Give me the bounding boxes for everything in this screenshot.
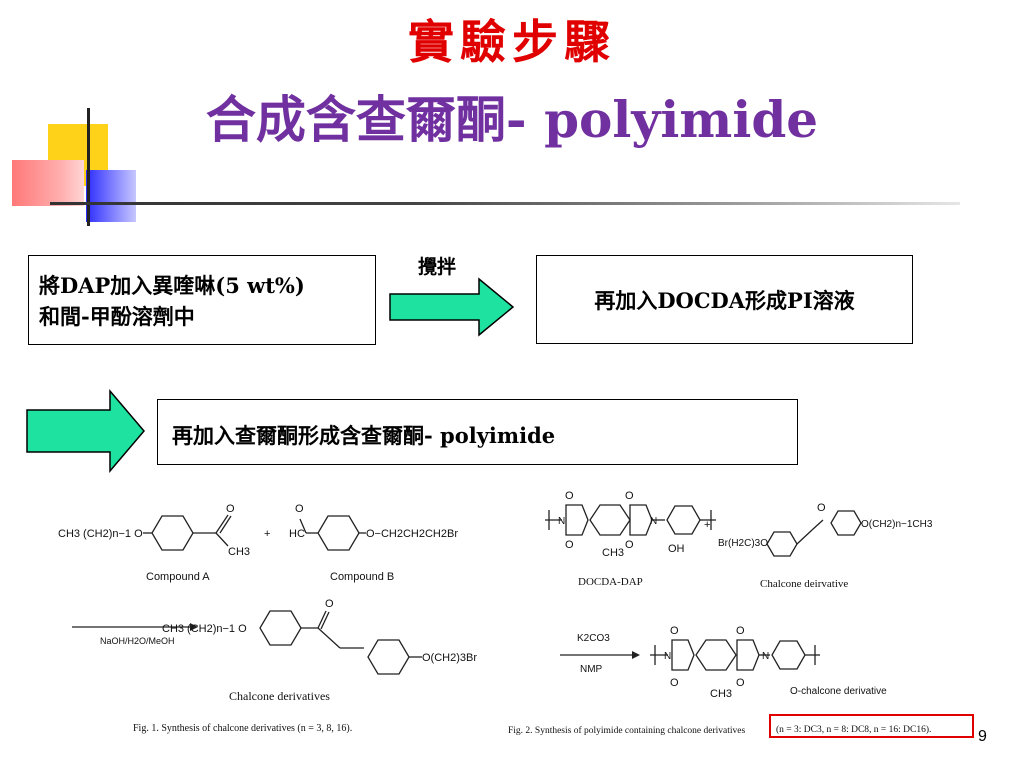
compound-b-label: Compound B xyxy=(330,571,394,583)
benzene-ring-icon-d xyxy=(367,639,410,675)
benzene-ring-icon xyxy=(151,515,194,551)
docda-o-3: O xyxy=(565,539,574,551)
step-2-text: 再加入DOCDA形成PI溶液 xyxy=(594,287,855,313)
compound-a-label: Compound A xyxy=(146,571,210,583)
step-1-line-1: 將DAP加入異喹啉(5 wt%) xyxy=(39,273,305,298)
title-underline xyxy=(50,202,960,205)
plus-sign-2: + xyxy=(704,519,710,531)
reactant-a-chain: CH3 (CH2)n−1 O xyxy=(58,528,143,540)
reagent-bottom: NMP xyxy=(580,664,603,675)
chalcone-deirvative-label: Chalcone deirvative xyxy=(760,578,848,590)
docda-n-2: N xyxy=(650,516,657,527)
step-box-3: 再加入查爾酮形成含查爾酮- polyimide xyxy=(157,399,798,465)
product-n-1: N xyxy=(664,651,671,662)
product-tail: O(CH2)3Br xyxy=(422,652,477,664)
docda-methyl: CH3 xyxy=(602,547,624,559)
product-methyl: CH3 xyxy=(710,688,732,700)
step-3-text: 再加入查爾酮形成含查爾酮- polyimide xyxy=(172,423,556,448)
logo-vertical-line xyxy=(87,108,90,226)
product-o-2: O xyxy=(736,625,745,637)
docda-o-1: O xyxy=(565,490,574,502)
product-n-2: N xyxy=(762,651,769,662)
reactant-b-aldehyde: HC xyxy=(289,528,305,540)
reactant-a-methyl: CH3 xyxy=(228,546,250,558)
benzene-ring-icon-c xyxy=(259,610,302,646)
chalcone-right: O(CH2)n−1CH3 xyxy=(861,519,933,530)
slide-title: 實驗步驟 xyxy=(408,15,616,69)
stir-label: 攪拌 xyxy=(418,256,457,278)
docda-o-2: O xyxy=(625,490,634,502)
reactant-b-chain: O−CH2CH2CH2Br xyxy=(366,528,458,540)
plus-sign-1: + xyxy=(264,528,270,540)
docda-dap-label: DOCDA-DAP xyxy=(578,576,643,588)
chalcone-carbonyl-o: O xyxy=(817,502,826,514)
docda-hydroxyl: OH xyxy=(668,543,685,555)
figure-1-caption: Fig. 1. Synthesis of chalcone derivative… xyxy=(133,723,352,734)
right-arrow-icon-2 xyxy=(26,388,145,474)
step-1-line-2: 和間-甲酚溶劑中 xyxy=(39,304,195,329)
product-chain: CH3 (CH2)n−1 O xyxy=(162,623,247,635)
docda-n-1: N xyxy=(558,516,565,527)
figure-2-caption: Fig. 2. Synthesis of polyimide containin… xyxy=(508,725,745,736)
carbonyl-o-product: O xyxy=(325,598,334,610)
product-o-3: O xyxy=(670,677,679,689)
reagents-label: NaOH/H2O/MeOH xyxy=(100,636,175,646)
reaction-scheme: CH3 (CH2)n−1 O O CH3 + O HC O−CH2CH2CH2B… xyxy=(58,490,933,736)
figure-2-caption-highlight: (n = 3: DC3, n = 8: DC8, n = 16: DC16). xyxy=(776,724,931,735)
chalcone-derivatives-label: Chalcone derivatives xyxy=(229,689,330,703)
logo-square-red xyxy=(12,160,84,206)
step-box-1: 將DAP加入異喹啉(5 wt%) 和間-甲酚溶劑中 xyxy=(28,255,376,345)
benzene-ring-icon-b xyxy=(317,515,360,551)
step-box-2: 再加入DOCDA形成PI溶液 xyxy=(536,255,913,344)
page-number: 9 xyxy=(978,728,987,745)
logo-square-blue xyxy=(86,170,136,222)
reagent-top: K2CO3 xyxy=(577,633,610,644)
carbonyl-o-a: O xyxy=(226,503,235,515)
caption-highlight-box xyxy=(769,714,974,738)
right-arrow-icon xyxy=(389,277,515,337)
product-substituent: O-chalcone derivative xyxy=(790,686,887,697)
slide-subtitle: 合成含查爾酮- polyimide xyxy=(205,90,819,149)
chalcone-left: Br(H2C)3O xyxy=(718,538,768,549)
carbonyl-o-b: O xyxy=(295,503,304,515)
product-o-1: O xyxy=(670,625,679,637)
docda-o-4: O xyxy=(625,539,634,551)
product-o-4: O xyxy=(736,677,745,689)
